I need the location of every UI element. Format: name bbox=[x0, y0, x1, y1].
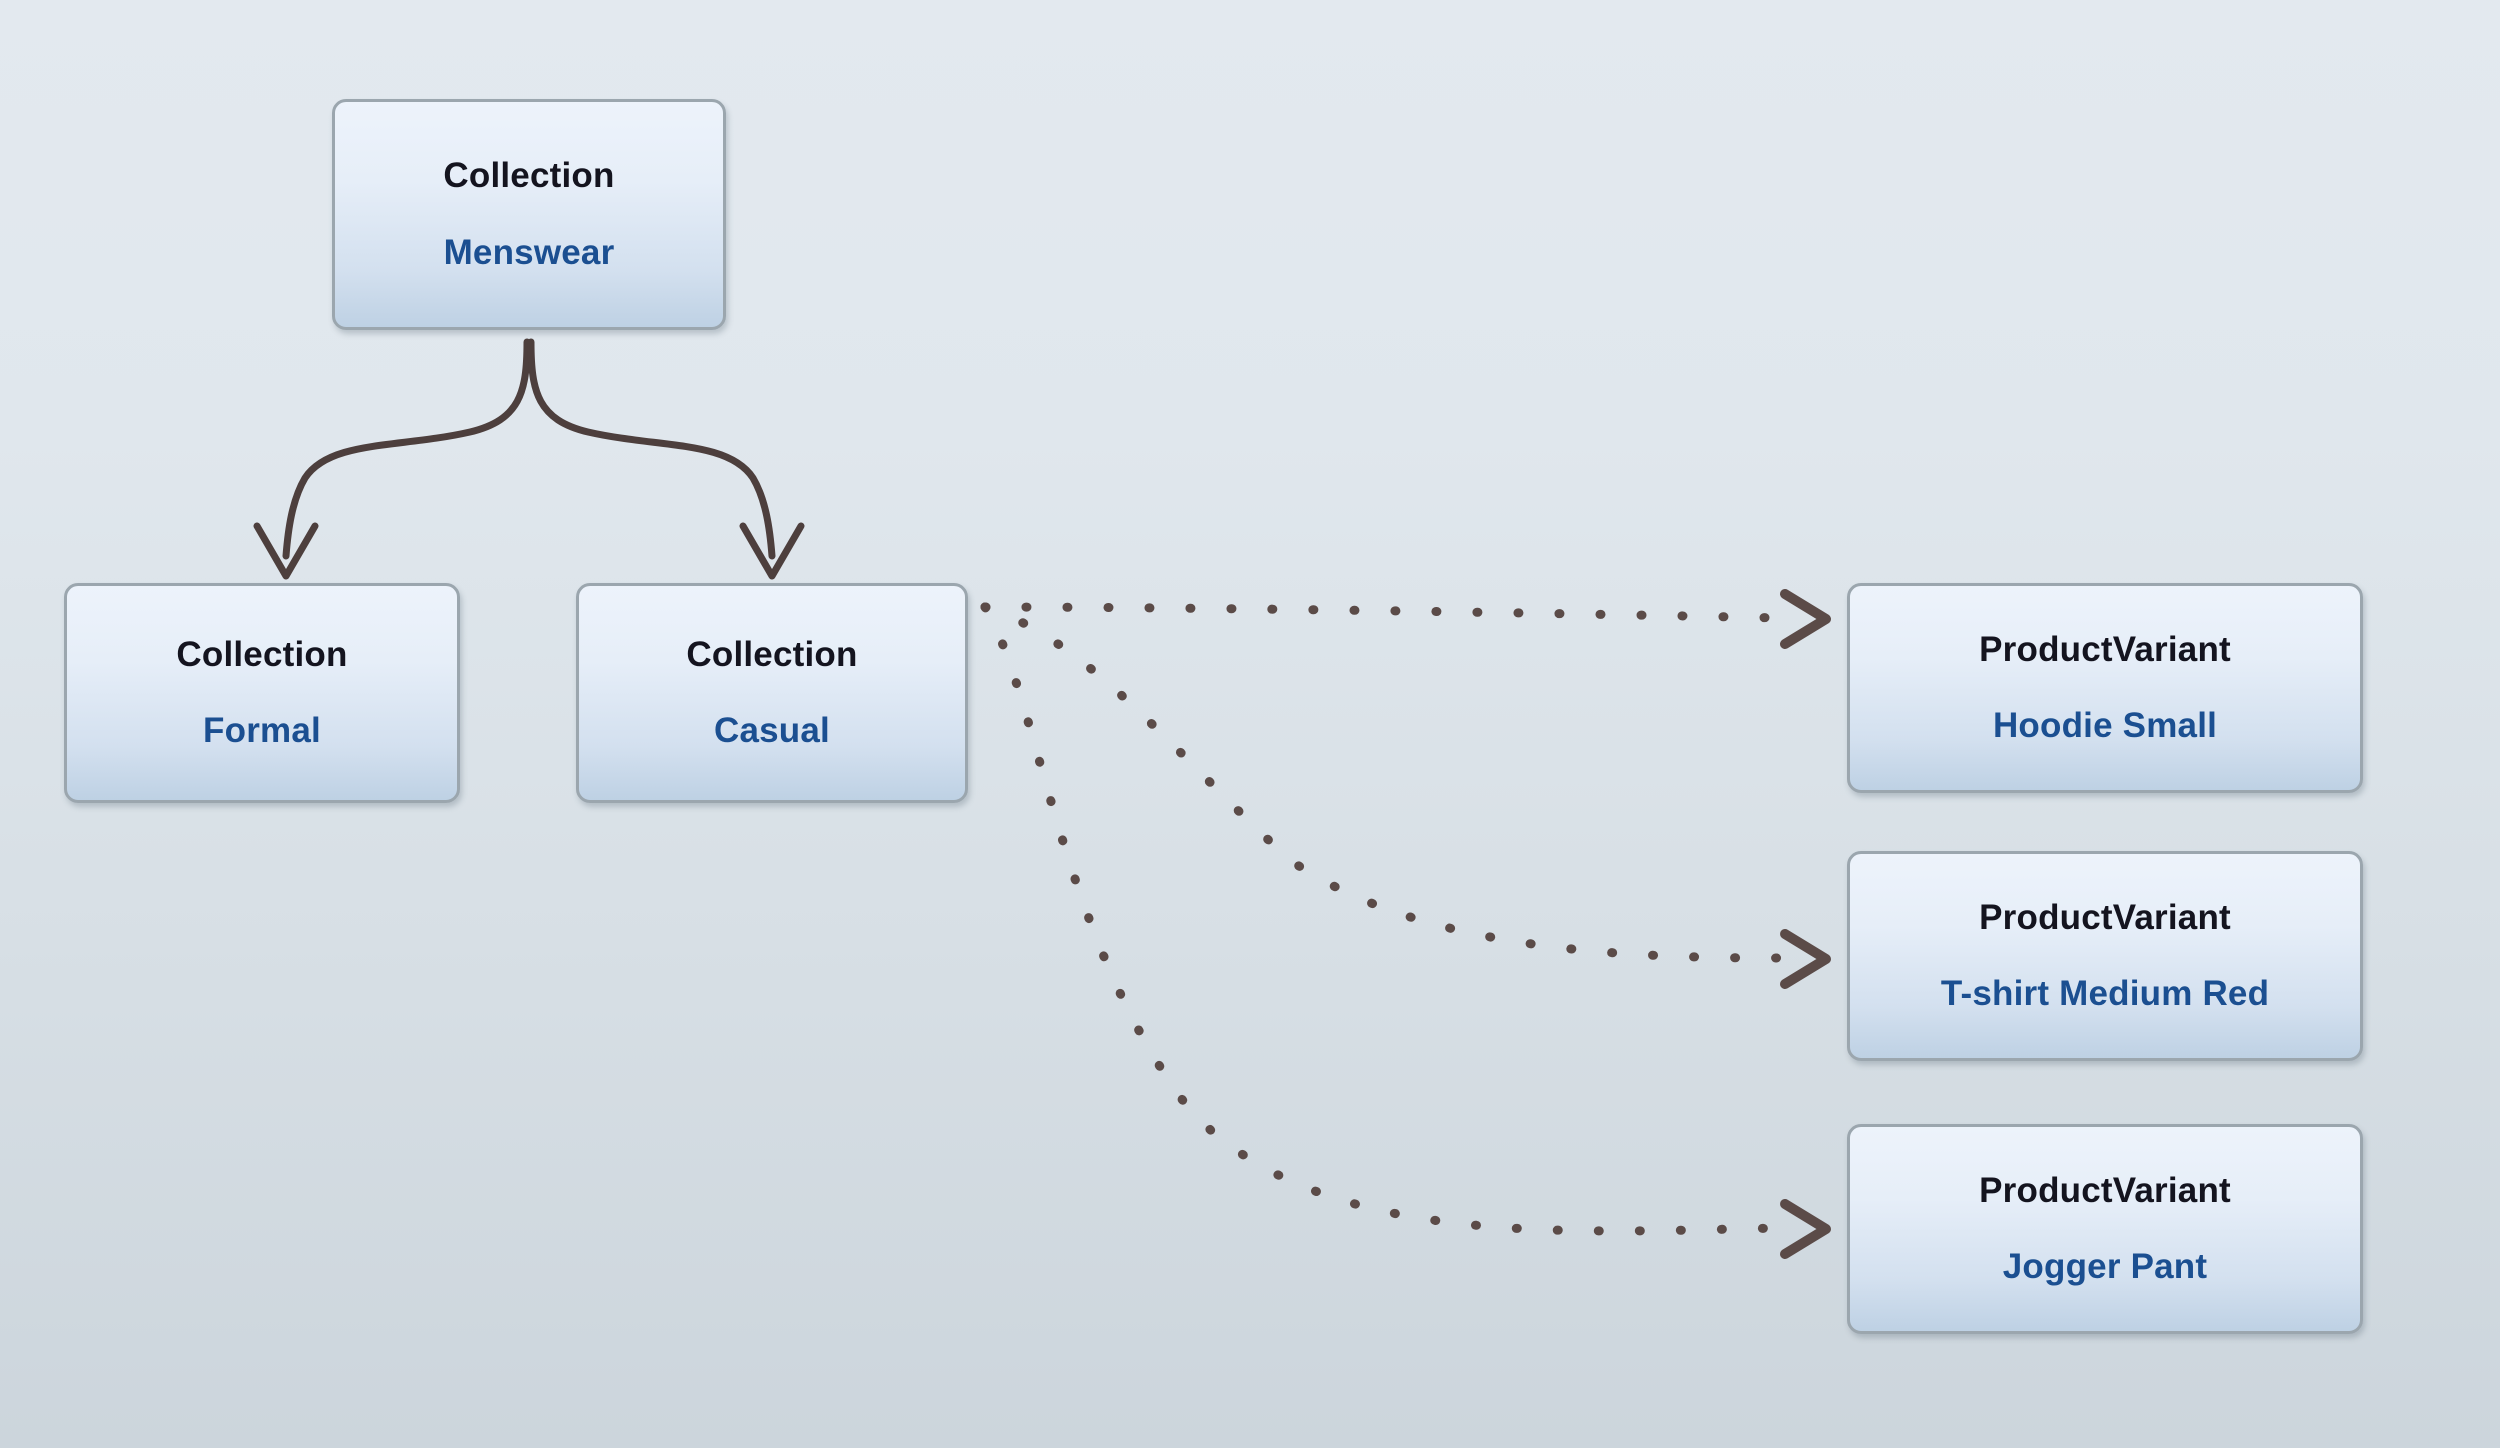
node-value-label: Menswear bbox=[443, 232, 615, 272]
node-collection-menswear[interactable]: Collection Menswear bbox=[332, 99, 726, 330]
node-productvariant-tshirt-medium-red[interactable]: ProductVariant T-shirt Medium Red bbox=[1847, 851, 2363, 1061]
node-value-label: Formal bbox=[203, 711, 321, 750]
node-collection-formal[interactable]: Collection Formal bbox=[64, 583, 460, 803]
edge-casual-to-jogger bbox=[980, 602, 1831, 1259]
node-type-label: Collection bbox=[176, 634, 348, 674]
node-collection-casual[interactable]: Collection Casual bbox=[576, 583, 968, 803]
node-value-label: T-shirt Medium Red bbox=[1940, 974, 2270, 1013]
node-type-label: ProductVariant bbox=[1979, 629, 2231, 669]
node-type-label: Collection bbox=[443, 156, 615, 195]
node-type-label: ProductVariant bbox=[1979, 897, 2231, 937]
edge-menswear-to-casual bbox=[527, 338, 805, 580]
node-type-label: Collection bbox=[686, 634, 858, 674]
node-productvariant-hoodie-small[interactable]: ProductVariant Hoodie Small bbox=[1847, 583, 2363, 793]
node-value-label: Hoodie Small bbox=[1992, 706, 2218, 745]
edge-menswear-to-formal bbox=[253, 338, 531, 580]
edge-casual-to-hoodie bbox=[980, 589, 1831, 649]
edge-casual-to-tshirt bbox=[980, 602, 1831, 989]
node-productvariant-jogger-pant[interactable]: ProductVariant Jogger Pant bbox=[1847, 1124, 2363, 1334]
node-type-label: ProductVariant bbox=[1979, 1170, 2231, 1210]
node-value-label: Jogger Pant bbox=[2002, 1247, 2208, 1286]
node-value-label: Casual bbox=[714, 711, 830, 750]
